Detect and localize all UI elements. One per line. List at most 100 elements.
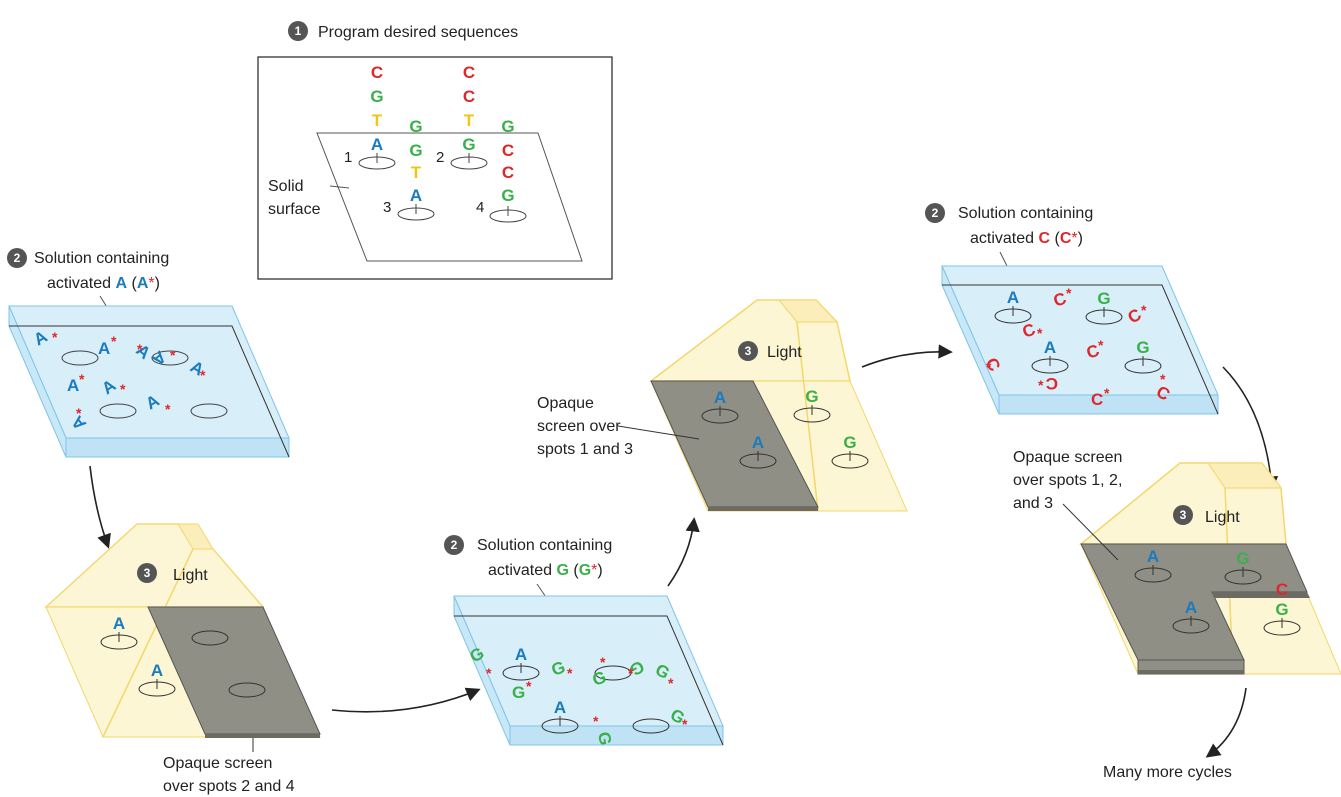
step-c-light: 3 Light A A G C G Opaque screen over spo… xyxy=(1013,449,1341,675)
step-c3-caption-3: and 3 xyxy=(1013,495,1053,512)
svg-text:G: G xyxy=(549,657,568,679)
arrow-g-solution-to-light xyxy=(667,517,700,587)
step-a-light: 3 Light A A Opaque screen over spots 2 a… xyxy=(44,523,321,795)
s2-base-C1: C xyxy=(463,87,475,106)
svg-text:*: * xyxy=(1066,285,1072,301)
step-c3-caption-1: Opaque screen xyxy=(1013,449,1122,466)
s4-base-C2: C xyxy=(502,141,514,160)
svg-text:C: C xyxy=(1091,390,1103,409)
arrow-a-light-to-g-solution xyxy=(331,687,481,713)
step1-number-badge: 1 xyxy=(288,21,308,41)
step1-frame xyxy=(257,56,613,280)
svg-text:*: * xyxy=(1098,337,1104,353)
surface-label-1: Solid xyxy=(268,178,304,195)
svg-text:*: * xyxy=(600,654,606,670)
s1-base-C: C xyxy=(371,63,383,82)
step-g3-caption-2: screen over xyxy=(537,418,621,435)
step-g2-line2: activated G (G*) xyxy=(488,562,603,579)
step-c-solution: 2 Solution containing activated C (C*) A… xyxy=(925,203,1219,415)
step-c2-line2: activated C (C*) xyxy=(970,230,1083,247)
svg-text:G: G xyxy=(1097,289,1110,308)
svg-text:C: C xyxy=(1020,320,1038,342)
step-a-solution: 2 Solution containing activated A (A*) A… xyxy=(7,248,290,458)
svg-text:A: A xyxy=(554,698,566,717)
arrow-to-more-cycles xyxy=(1205,687,1247,758)
activated-c-monomers: C* C* C* C* C* C* C* C* xyxy=(982,285,1174,409)
svg-text:*: * xyxy=(668,675,674,691)
svg-text:*: * xyxy=(79,371,85,387)
svg-text:*: * xyxy=(628,665,634,681)
step-a2-line2: activated A (A*) xyxy=(47,275,160,292)
spot-4-label: 4 xyxy=(476,199,484,216)
step-g3-caption-1: Opaque xyxy=(537,395,594,412)
step-g3-caption-3: spots 1 and 3 xyxy=(537,441,633,458)
svg-text:G: G xyxy=(1136,338,1149,357)
svg-text:*: * xyxy=(137,341,143,357)
svg-text:*: * xyxy=(165,401,171,417)
svg-text:A: A xyxy=(98,339,110,358)
s2-base-T: T xyxy=(464,111,475,130)
s3-base-T: T xyxy=(411,163,422,182)
step1-panel: 1 Program desired sequences Solid surfac… xyxy=(257,21,613,280)
s3-base-G2: G xyxy=(409,117,422,136)
step-g2-badge: 2 xyxy=(444,535,464,555)
s2-base-C2: C xyxy=(463,63,475,82)
svg-text:3: 3 xyxy=(745,344,752,358)
step-g2-line1: Solution containing xyxy=(477,537,612,554)
svg-text:A: A xyxy=(151,661,163,680)
svg-text:*: * xyxy=(52,329,58,345)
step-a2-badge: 2 xyxy=(7,248,27,268)
svg-text:*: * xyxy=(170,347,176,363)
s3-base-G1: G xyxy=(409,141,422,160)
svg-text:*: * xyxy=(486,665,492,681)
svg-text:3: 3 xyxy=(1180,508,1187,522)
svg-text:A: A xyxy=(1044,338,1056,357)
svg-text:C: C xyxy=(1276,580,1288,599)
s1-base-A: A xyxy=(371,135,383,154)
svg-text:*: * xyxy=(1160,371,1166,387)
svg-text:A: A xyxy=(113,614,125,633)
solid-surface xyxy=(316,132,583,262)
spot-2-label: 2 xyxy=(436,149,444,166)
svg-text:A: A xyxy=(1147,547,1159,566)
step-c2-badge: 2 xyxy=(925,203,945,223)
svg-text:A: A xyxy=(1185,598,1197,617)
svg-text:C: C xyxy=(1084,341,1102,363)
svg-text:A: A xyxy=(515,645,527,664)
step-a3-caption-1: Opaque screen xyxy=(163,755,272,772)
svg-text:*: * xyxy=(1038,377,1044,393)
svg-text:*: * xyxy=(567,665,573,681)
s4-base-G2: G xyxy=(501,117,514,136)
step-c3-caption-2: over spots 1, 2, xyxy=(1013,472,1122,489)
step-a3-badge: 3 xyxy=(137,563,157,583)
step-c3-badge: 3 xyxy=(1173,505,1193,525)
s4-base-C1: C xyxy=(502,163,514,182)
step-a3-caption-2: over spots 2 and 4 xyxy=(163,778,295,795)
svg-text:G: G xyxy=(1275,600,1288,619)
s2-base-G: G xyxy=(462,135,475,154)
svg-text:*: * xyxy=(593,713,599,729)
s1-base-T: T xyxy=(372,111,383,130)
step-c2-line1: Solution containing xyxy=(958,205,1093,222)
arrow-a-solution-to-light xyxy=(89,465,111,549)
step1-title: Program desired sequences xyxy=(318,24,518,41)
svg-text:A: A xyxy=(714,388,726,407)
svg-text:*: * xyxy=(120,381,126,397)
svg-text:*: * xyxy=(986,359,992,375)
svg-text:C: C xyxy=(1051,289,1069,311)
arrow-c-solution-to-light xyxy=(1222,366,1279,491)
spot-3-label: 3 xyxy=(383,199,391,216)
svg-text:G: G xyxy=(805,387,818,406)
spot-1-label: 1 xyxy=(344,149,352,166)
svg-text:2: 2 xyxy=(14,251,21,265)
step-g3-light-label: Light xyxy=(767,344,802,361)
svg-text:*: * xyxy=(1037,325,1043,341)
arrow-g-light-to-c-solution xyxy=(861,344,953,368)
svg-text:A: A xyxy=(67,376,79,395)
step-a2-line1: Solution containing xyxy=(34,250,169,267)
s3-base-A: A xyxy=(410,186,422,205)
svg-text:2: 2 xyxy=(932,206,939,220)
svg-text:G: G xyxy=(1236,549,1249,568)
surface-label-2: surface xyxy=(268,201,321,218)
